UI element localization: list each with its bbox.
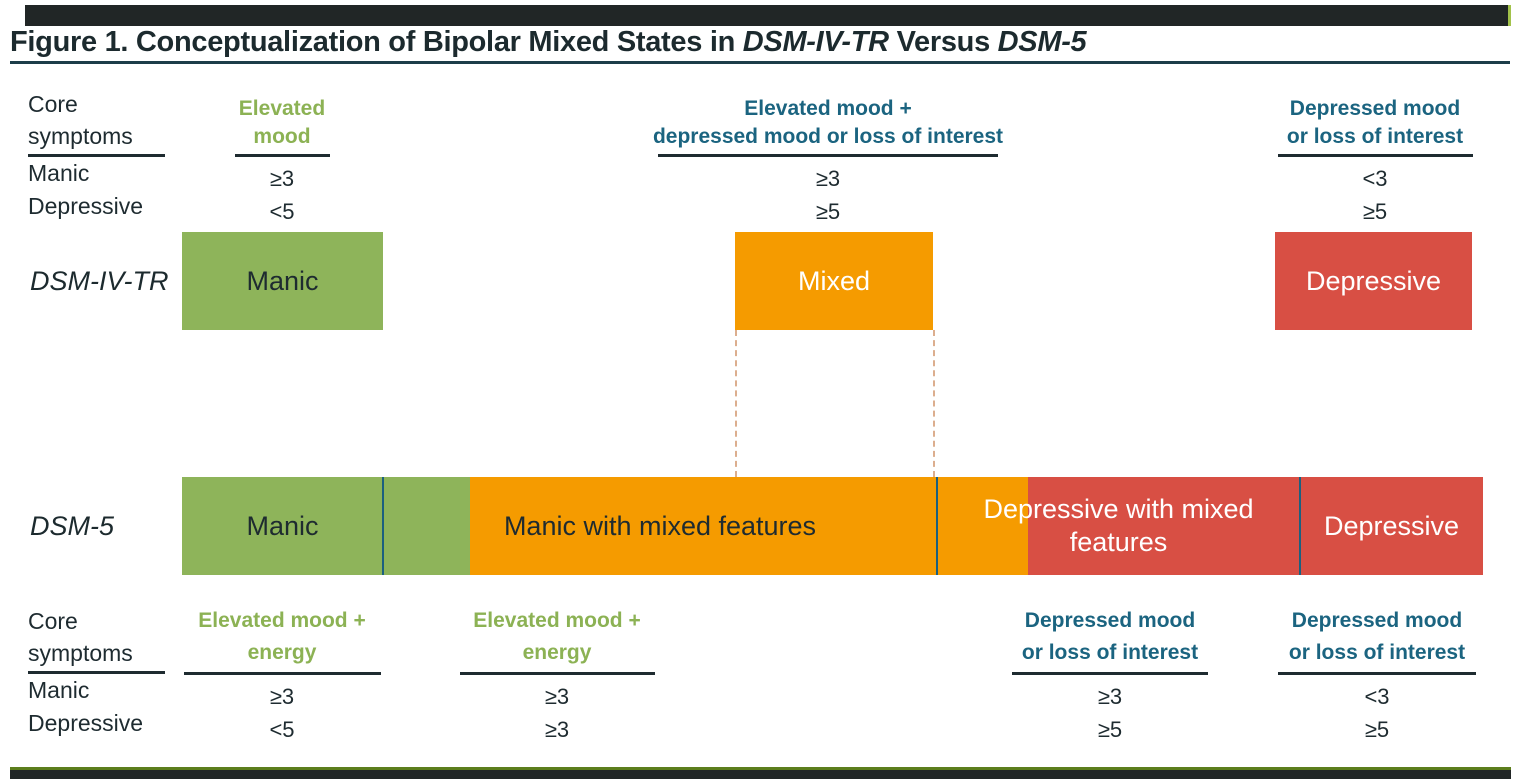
depressive-criterion: <5	[269, 199, 295, 224]
column-header: or loss of interest	[1286, 125, 1464, 148]
criteria-bottom-row-header: Core symptoms Manic Depressive	[28, 605, 178, 740]
criteria-bottom-column-manic-mixed: Elevated mood + energy ≥3 ≥3	[457, 605, 657, 746]
manic-criterion: ≥3	[815, 166, 841, 191]
row-header-underline	[28, 671, 165, 674]
column-header: Elevated mood +	[744, 97, 912, 120]
dsm-iv-tr-manic-box: Manic	[182, 232, 383, 330]
column-underline	[1278, 672, 1476, 675]
top-accent-bar	[25, 5, 1511, 26]
core-symptoms-label: Core	[28, 91, 78, 117]
depressive-row-label: Depressive	[28, 710, 144, 736]
segment-divider	[382, 477, 384, 575]
column-header: Elevated	[238, 97, 326, 120]
column-header: or loss of interest	[1288, 641, 1466, 664]
title-rule	[10, 61, 1510, 64]
criteria-bottom-column-depressive: Depressed mood or loss of interest <3 ≥5	[1267, 605, 1487, 746]
bottom-accent-bar	[10, 770, 1511, 779]
depressive-criterion: ≥3	[544, 717, 570, 742]
depressive-criterion: ≥5	[1364, 717, 1390, 742]
manic-criterion: <3	[1362, 166, 1388, 191]
column-header: Depressed mood	[1289, 97, 1461, 120]
column-header: or loss of interest	[1021, 641, 1199, 664]
depressive-mixed-segment	[1028, 477, 1483, 575]
manic-row-label: Manic	[28, 160, 90, 186]
column-header: energy	[247, 641, 317, 664]
criteria-bottom-column-manic: Elevated mood + energy ≥3 <5	[182, 605, 382, 746]
depressive-criterion: ≥5	[1097, 717, 1123, 742]
criteria-top-column-elevated-mood: Elevated mood ≥3 <5	[182, 95, 382, 228]
dsm-5-label: DSM-5	[30, 511, 115, 541]
manic-row-label: Manic	[28, 677, 90, 703]
core-symptoms-label: symptoms	[28, 640, 133, 666]
core-symptoms-label: symptoms	[28, 123, 133, 149]
column-header: mood	[253, 125, 311, 148]
column-underline	[234, 154, 330, 157]
depressive-criterion: <5	[269, 717, 295, 742]
column-header: Elevated mood +	[198, 609, 366, 632]
column-underline	[658, 154, 998, 157]
box-label: Mixed	[797, 265, 871, 296]
column-underline	[459, 672, 655, 675]
criteria-bottom-column-depressive-mixed: Depressed mood or loss of interest ≥3 ≥5	[1000, 605, 1220, 746]
depressive-segment-label: Depressive	[1323, 510, 1460, 541]
manic-criterion: ≥3	[269, 166, 295, 191]
criteria-top-column-depressed-mood: Depressed mood or loss of interest <3 ≥5	[1245, 95, 1505, 228]
figure-title: Figure 1. Conceptualization of Bipolar M…	[10, 26, 1510, 59]
dsm-iv-tr-label: DSM-IV-TR	[30, 266, 169, 296]
segment-divider	[936, 477, 938, 575]
criteria-top-row-header: Core symptoms Manic Depressive	[28, 88, 178, 223]
core-symptoms-label: Core	[28, 608, 78, 634]
dsm-iv-tr-mixed-box: Mixed	[735, 232, 933, 330]
depressive-criterion: ≥5	[1362, 199, 1388, 224]
title-dsm-5: DSM-5	[997, 26, 1087, 58]
segment-divider	[1299, 477, 1301, 575]
title-versus: Versus	[888, 26, 998, 58]
manic-criterion: ≥3	[1097, 684, 1123, 709]
column-header: Elevated mood +	[473, 609, 641, 632]
dsm-iv-tr-depressive-box: Depressive	[1275, 232, 1472, 330]
column-header: Depressed mood	[1291, 609, 1463, 632]
column-header: depressed mood or loss of interest	[652, 125, 1004, 148]
box-label: Manic	[246, 265, 319, 296]
dsm-5-spectrum-bar: Manic Manic with mixed features Depressi…	[182, 477, 1483, 575]
manic-criterion: ≥3	[269, 684, 295, 709]
manic-segment	[182, 477, 470, 575]
depressive-criterion: ≥5	[815, 199, 841, 224]
box-label: Depressive	[1305, 265, 1442, 296]
column-underline	[1012, 672, 1208, 675]
column-header: energy	[522, 641, 592, 664]
depressive-mixed-segment-label: Depressive with mixed features	[983, 494, 1254, 557]
criteria-top-column-mixed: Elevated mood + depressed mood or loss o…	[618, 95, 1038, 228]
title-dsm-iv-tr: DSM-IV-TR	[742, 26, 889, 58]
depressive-row-label: Depressive	[28, 193, 144, 219]
title-text: Figure 1. Conceptualization of Bipolar M…	[10, 26, 743, 58]
row-header-underline	[28, 154, 165, 157]
column-underline	[1277, 154, 1473, 157]
manic-segment-label: Manic	[246, 510, 319, 541]
column-header: Depressed mood	[1024, 609, 1196, 632]
bottom-accent-line	[10, 767, 1511, 770]
manic-criterion: ≥3	[544, 684, 570, 709]
manic-criterion: <3	[1364, 684, 1390, 709]
dashed-connector-right	[933, 330, 935, 477]
manic-mixed-segment	[470, 477, 1028, 575]
dashed-connector-left	[735, 330, 737, 477]
column-underline	[183, 672, 381, 675]
manic-mixed-segment-label: Manic with mixed features	[503, 510, 817, 541]
